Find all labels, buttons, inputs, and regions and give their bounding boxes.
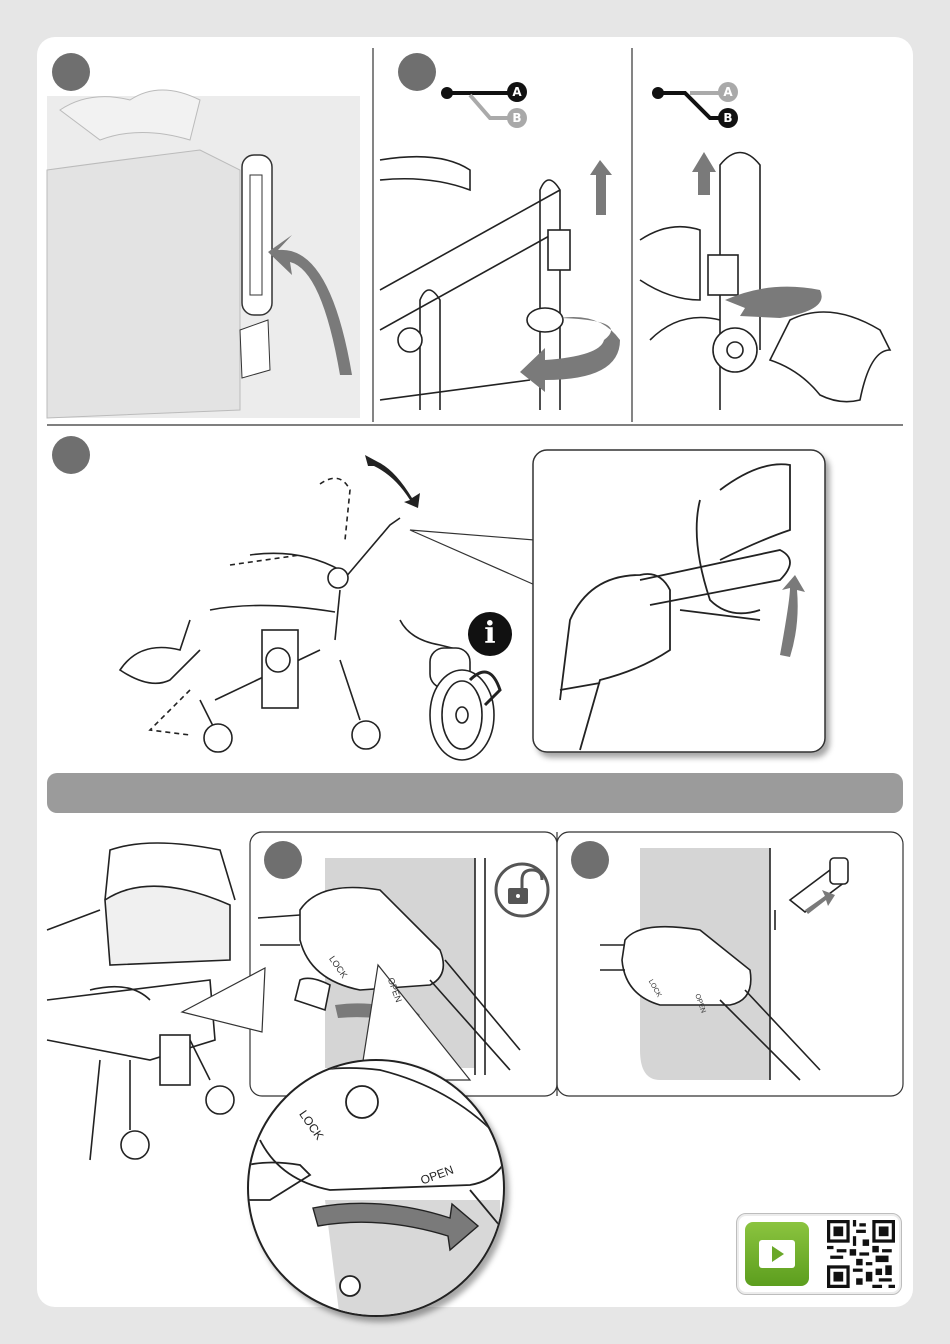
- step-5-dot: [264, 841, 302, 879]
- info-icon: i: [468, 612, 512, 656]
- panel-4-tilt-chair: [120, 478, 400, 752]
- step-2-dot: [398, 53, 436, 91]
- label-b-grey-2: B: [507, 108, 527, 128]
- step-4-dot: [52, 436, 90, 474]
- play-video-button[interactable]: [745, 1222, 809, 1286]
- label-a-grey-3: A: [718, 82, 738, 102]
- qr-code-icon[interactable]: [827, 1220, 895, 1288]
- up-arrow-3: [692, 152, 716, 195]
- label-a-dark-2: A: [507, 82, 527, 102]
- panel-3-footrest-lift: [640, 153, 890, 411]
- up-arrow: [590, 160, 612, 215]
- ab-diagram-3: [652, 87, 722, 118]
- video-link-box[interactable]: [736, 1213, 902, 1295]
- label-b-dark-3: B: [718, 108, 738, 128]
- play-icon: [745, 1222, 809, 1286]
- section-divider-bar: [47, 773, 903, 813]
- step-1-dot: [52, 53, 90, 91]
- ab-diagram-2: [441, 87, 510, 118]
- tilt-arrow: [365, 455, 420, 508]
- step-6-dot: [571, 841, 609, 879]
- panel-1-armrest-illustration: [47, 90, 360, 418]
